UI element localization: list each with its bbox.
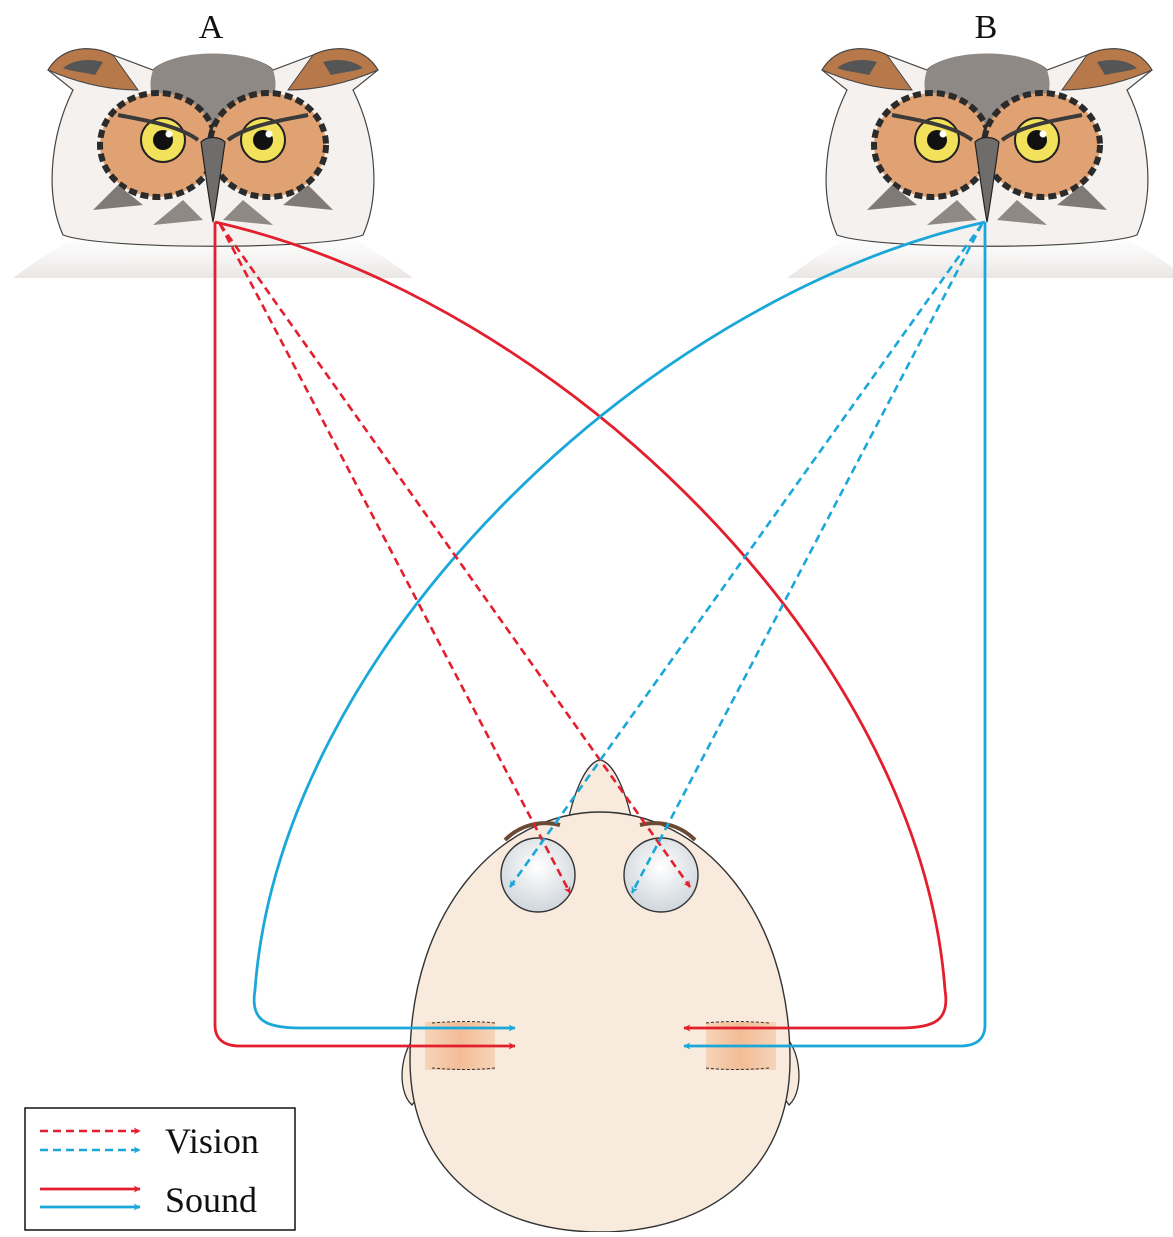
vision-path-b-right-eye — [632, 224, 982, 893]
right-eye — [624, 838, 698, 912]
legend-label-vision: Vision — [165, 1121, 259, 1161]
owl-head-icon — [13, 49, 413, 278]
left-eye — [501, 838, 575, 912]
owl-head-icon — [787, 49, 1173, 278]
owl-b — [787, 49, 1173, 278]
vision-path-b-left-eye — [510, 224, 982, 887]
owl-a — [13, 49, 413, 278]
owl-b-label: B — [975, 9, 998, 46]
legend-label-sound: Sound — [165, 1180, 257, 1220]
human-head-top-view-icon — [402, 760, 799, 1232]
legend: Vision Sound — [25, 1108, 295, 1230]
vision-path-a-right-eye — [220, 224, 690, 887]
owl-a-label: A — [199, 9, 224, 46]
vision-path-a-left-eye — [220, 224, 570, 893]
